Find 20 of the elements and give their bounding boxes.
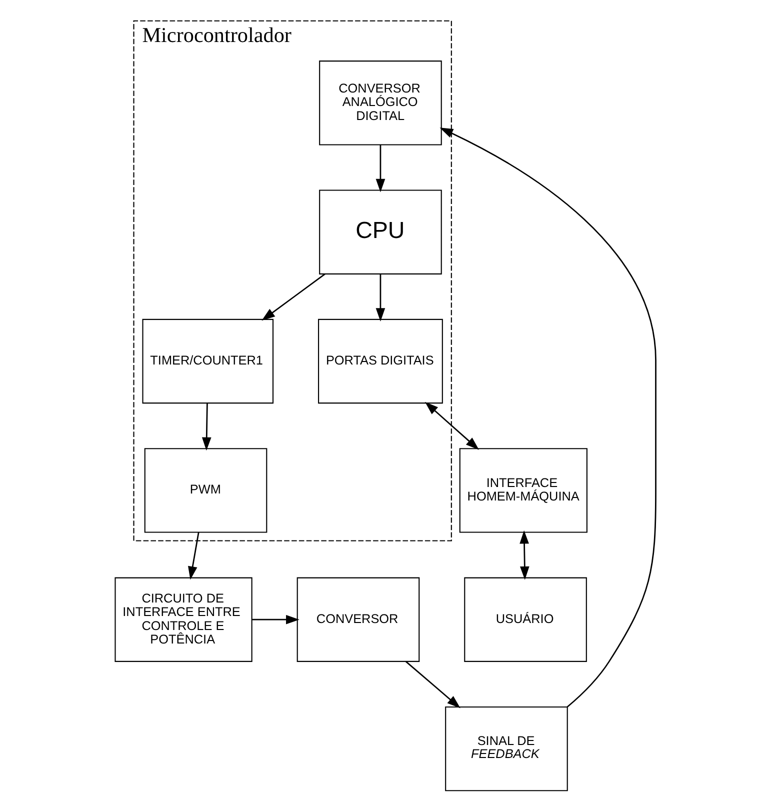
- arrow: [262, 274, 326, 321]
- arrow: [424, 402, 480, 450]
- node-box: USUÁRIO: [464, 577, 587, 662]
- arrow: [188, 532, 200, 580]
- node-box: SINAL DE FEEDBACK: [445, 706, 568, 792]
- node-box: TIMER/COUNTER1: [142, 318, 274, 404]
- arrow: [520, 530, 530, 580]
- arrow: [376, 274, 386, 322]
- node-box: CONVERSOR ANALÓGICO DIGITAL: [319, 60, 442, 146]
- arrow: [440, 128, 656, 708]
- node-box: CIRCUITO DE INTERFACE ENTRE CONTROLE E POTÊNCIA: [114, 577, 252, 662]
- arrow: [406, 661, 460, 708]
- node-box: INTERFACE HOMEM-MÁQUINA: [459, 448, 588, 533]
- node-box: CONVERSOR: [296, 577, 420, 662]
- node-box: CPU: [319, 190, 442, 274]
- node-box: PWM: [144, 448, 268, 533]
- arrow: [376, 144, 386, 192]
- arrow: [202, 403, 212, 451]
- arrow: [252, 614, 300, 624]
- node-box: PORTAS DIGITAIS: [318, 318, 443, 404]
